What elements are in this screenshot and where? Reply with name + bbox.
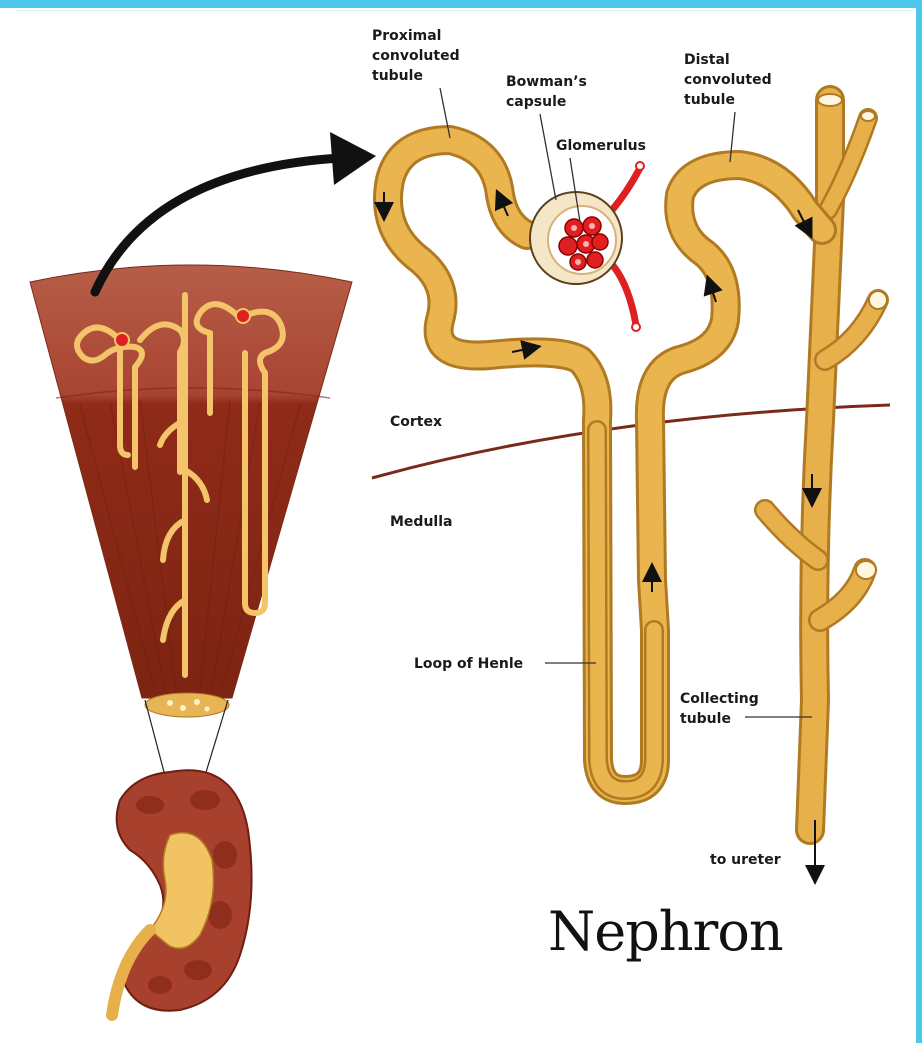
svg-text:Bowman’s: Bowman’s bbox=[506, 74, 587, 90]
label-dct-line2: convoluted bbox=[684, 72, 772, 88]
label-pct-line3: tubule bbox=[372, 68, 423, 84]
label-medulla: Medulla bbox=[390, 514, 452, 530]
kidney-wedge bbox=[30, 265, 352, 717]
svg-text:Distal: Distal bbox=[684, 52, 730, 68]
label-bowman-line2: capsule bbox=[506, 94, 566, 110]
svg-text:Cortex: Cortex bbox=[390, 414, 442, 430]
diagram-title: Nephron bbox=[548, 900, 783, 963]
label-cortex: Cortex bbox=[390, 414, 442, 430]
label-bowman-line1: Bowman’s bbox=[506, 74, 587, 90]
svg-text:Collecting: Collecting bbox=[680, 691, 759, 707]
label-dct-line3: tubule bbox=[684, 92, 735, 108]
svg-text:tubule: tubule bbox=[372, 68, 423, 84]
label-collecting-line2: tubule bbox=[680, 711, 731, 727]
label-glomerulus: Glomerulus bbox=[556, 138, 646, 154]
label-dct-line1: Distal bbox=[684, 52, 730, 68]
svg-text:Proximal: Proximal bbox=[372, 28, 441, 44]
svg-text:tubule: tubule bbox=[684, 92, 735, 108]
svg-text:convoluted: convoluted bbox=[372, 48, 460, 64]
svg-text:Loop of Henle: Loop of Henle bbox=[414, 656, 523, 672]
label-loop-of-henle: Loop of Henle bbox=[414, 656, 523, 672]
label-collecting-line1: Collecting bbox=[680, 691, 759, 707]
label-pct-line2: convoluted bbox=[372, 48, 460, 64]
label-pct-line1: Proximal bbox=[372, 28, 441, 44]
kidney-illustration bbox=[112, 770, 252, 1015]
svg-text:tubule: tubule bbox=[680, 711, 731, 727]
svg-text:convoluted: convoluted bbox=[684, 72, 772, 88]
svg-text:Medulla: Medulla bbox=[390, 514, 452, 530]
tubule-system bbox=[388, 100, 878, 830]
svg-text:to ureter: to ureter bbox=[710, 852, 781, 868]
svg-text:capsule: capsule bbox=[506, 94, 566, 110]
label-to-ureter: to ureter bbox=[710, 852, 781, 868]
svg-text:Glomerulus: Glomerulus bbox=[556, 138, 646, 154]
svg-text:Nephron: Nephron bbox=[548, 900, 783, 963]
